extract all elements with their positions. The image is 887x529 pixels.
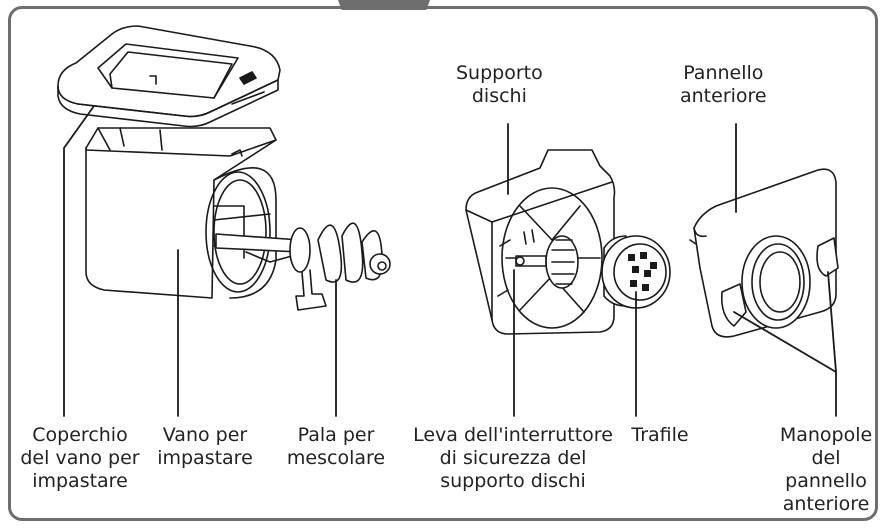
label-line: Pala per — [297, 424, 375, 446]
frame-tab — [338, 0, 430, 10]
label-line: impastare — [32, 470, 128, 492]
label-line: impastare — [157, 447, 253, 469]
label-line: Leva dell'interruttore — [413, 424, 613, 446]
chamber-illustration — [85, 127, 277, 299]
label-pannello-anteriore: Pannello anteriore — [680, 62, 767, 108]
disc-holder-illustration — [465, 149, 616, 335]
label-line: anteriore — [782, 493, 870, 515]
leader-coperchio — [63, 105, 95, 417]
label-pala: Pala per mescolare — [276, 424, 396, 470]
front-panel-illustration — [689, 168, 839, 338]
label-line: Manopole — [779, 424, 873, 446]
diagram-frame — [8, 6, 878, 521]
label-line: di sicurezza del — [439, 447, 587, 469]
lid-illustration — [57, 25, 281, 128]
label-line: Vano per — [162, 424, 248, 446]
label-line: dischi — [471, 85, 527, 107]
label-line: Supporto — [456, 62, 543, 84]
label-line: Trafile — [631, 424, 689, 446]
label-line: pannello — [785, 470, 867, 492]
label-line: del — [811, 447, 841, 469]
label-line: supporto dischi — [440, 470, 586, 492]
label-coperchio: Coperchio del vano per impastare — [14, 424, 146, 493]
label-leva: Leva dell'interruttore di sicurezza del … — [408, 424, 618, 493]
label-line: anteriore — [680, 85, 767, 107]
label-line: del vano per — [20, 447, 140, 469]
label-line: Coperchio — [32, 424, 128, 446]
label-vano: Vano per impastare — [146, 424, 264, 470]
label-manopole: Manopole del pannello anteriore — [776, 424, 876, 516]
leader-lines — [63, 105, 837, 417]
paddle-illustration — [215, 222, 391, 311]
label-line: Pannello — [683, 62, 764, 84]
label-line: mescolare — [286, 447, 386, 469]
label-trafile: Trafile — [618, 424, 702, 447]
leader-manopola-2 — [827, 271, 837, 373]
label-supporto-dischi: Supporto dischi — [456, 62, 543, 108]
